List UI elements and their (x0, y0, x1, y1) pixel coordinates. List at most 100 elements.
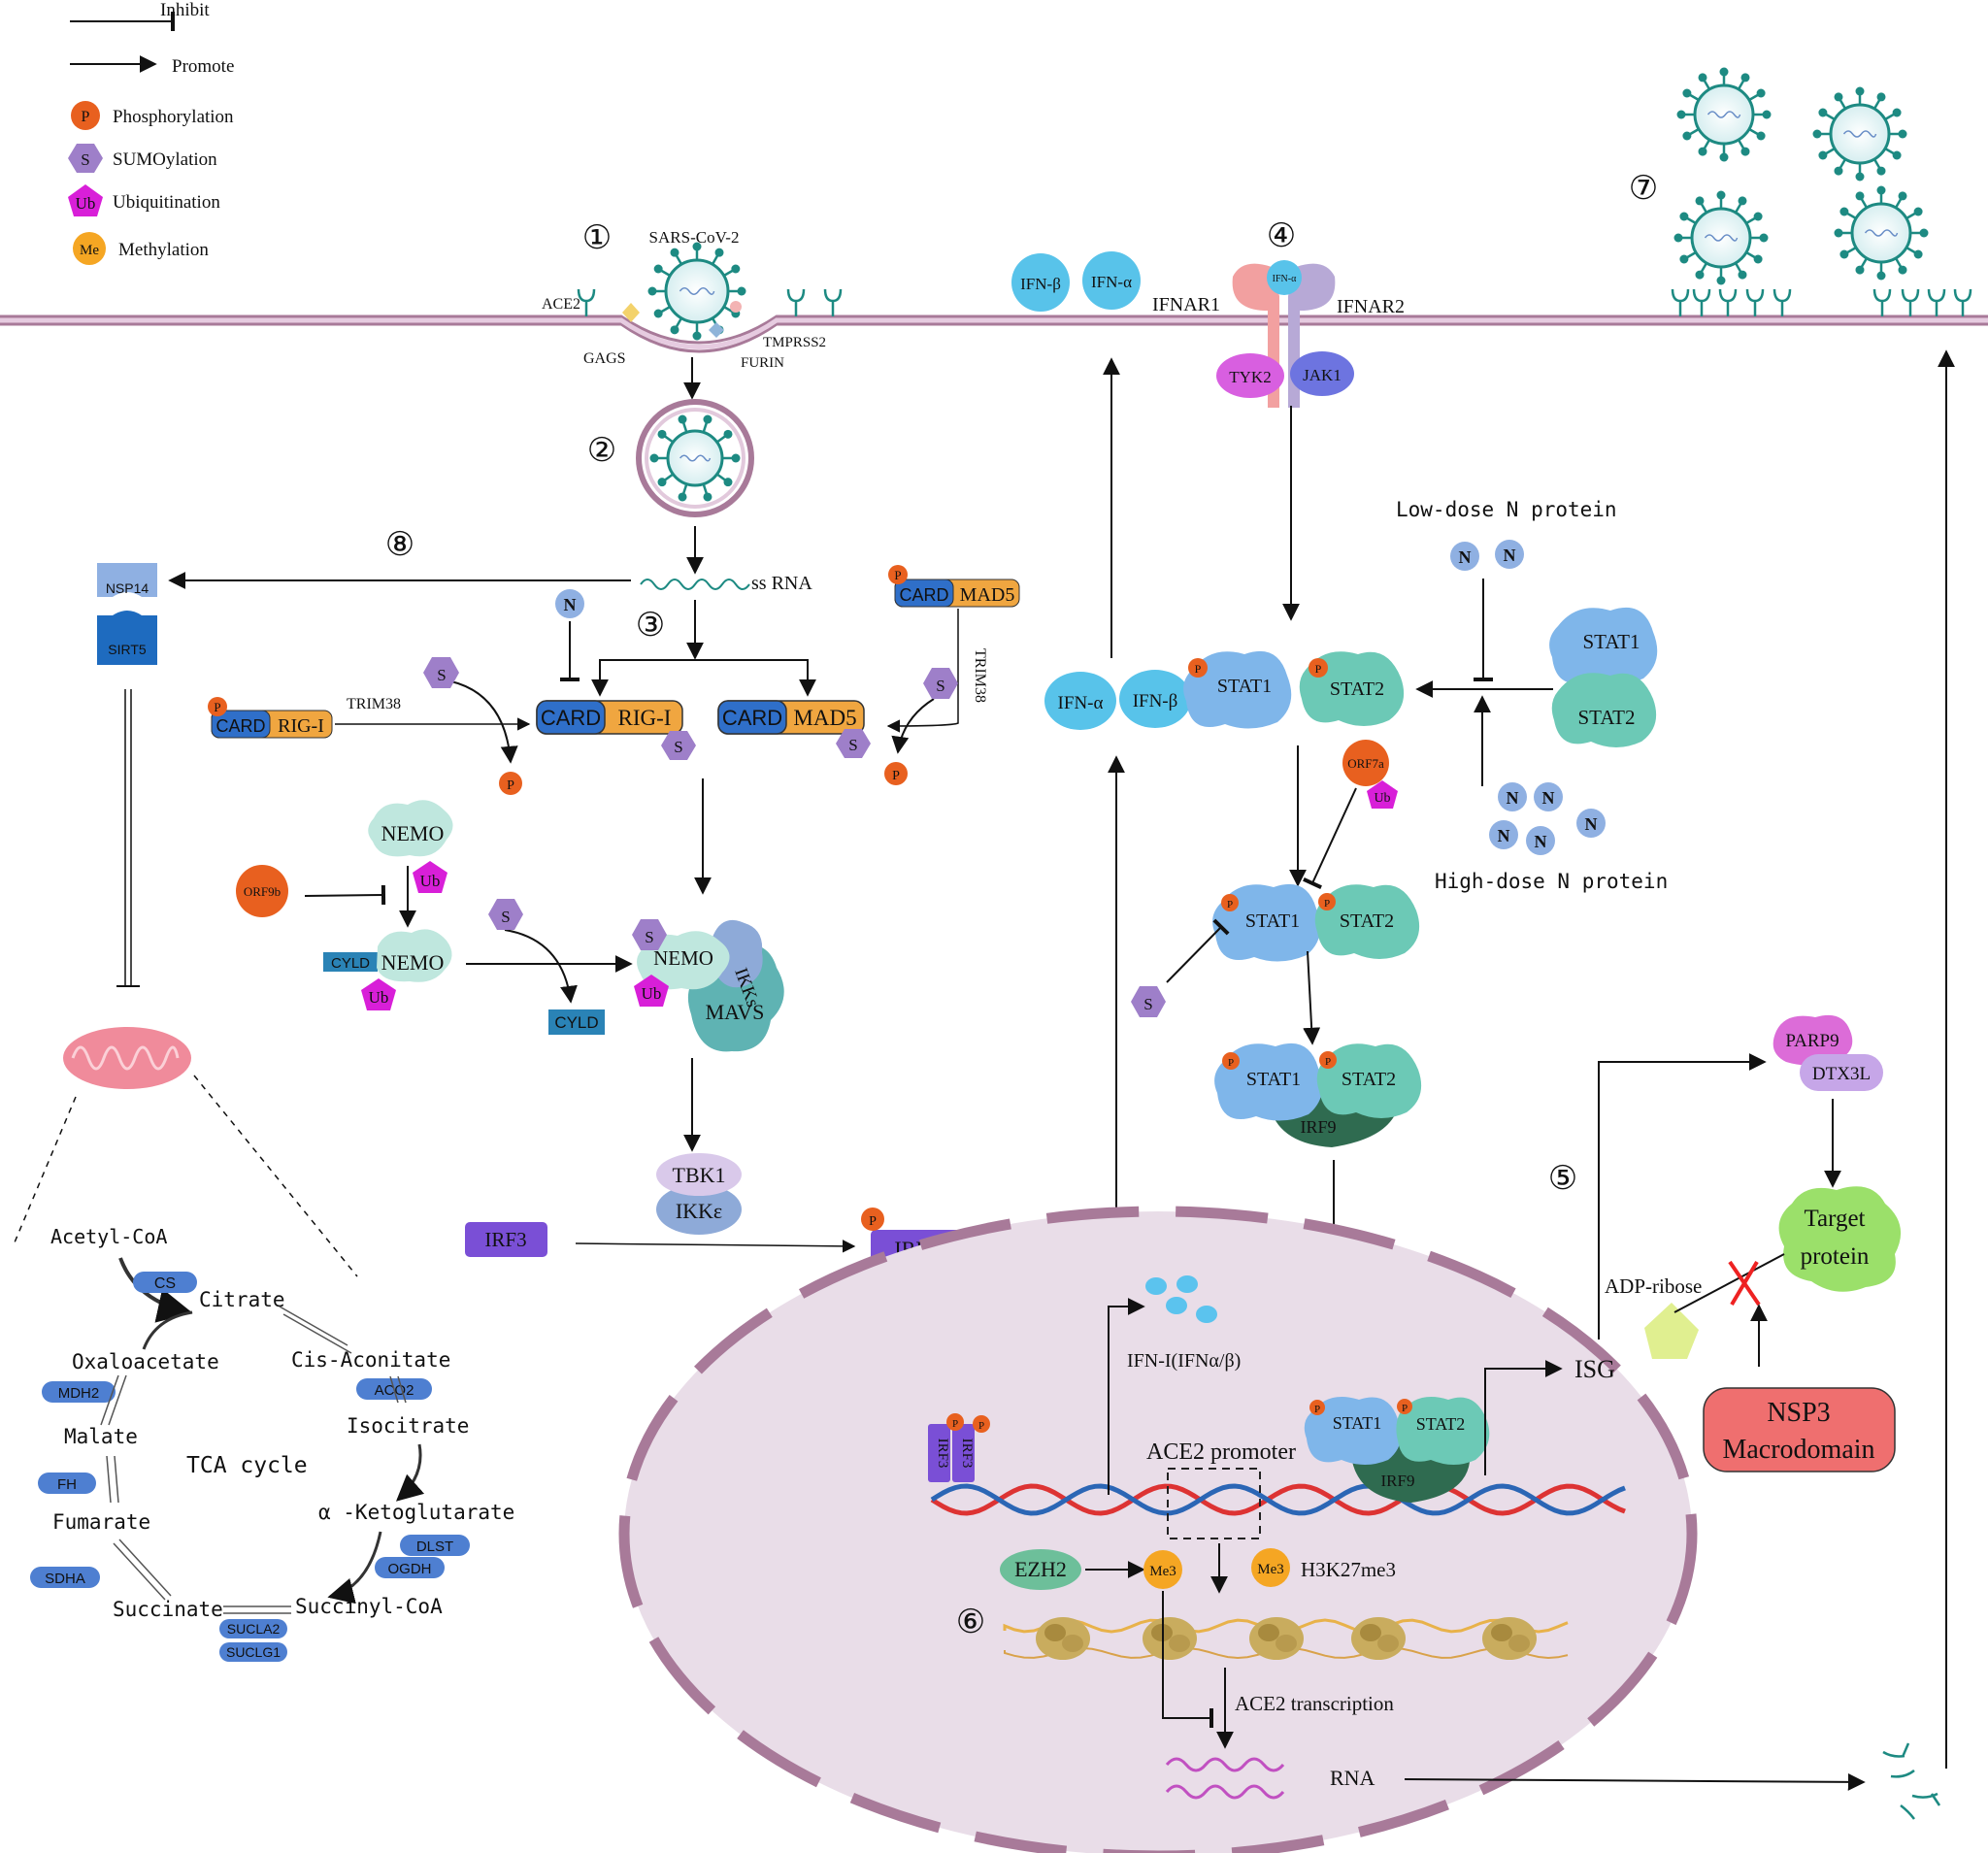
nemo-bound-label: NEMO (381, 950, 445, 975)
dna-stat2-label: STAT2 (1416, 1414, 1466, 1434)
stat2-complex-phospho: P (1315, 662, 1322, 676)
sumo-nemo: S (501, 908, 510, 926)
isocitrate-label: Isocitrate (347, 1414, 469, 1438)
ss-rna: ss RNA (168, 572, 816, 697)
nucleus: IRF3 IRF3 P P ACE2 promoter IFN-I(IFNα/β… (618, 1053, 1866, 1853)
step-7-marker: ⑦ (1629, 171, 1658, 207)
h3k27me3-label: H3K27me3 (1301, 1558, 1396, 1581)
phosphorylation-icon (71, 101, 100, 130)
legend: Inhibit Promote P Phosphorylation S SUMO… (68, 0, 234, 265)
tyk2-label: TYK2 (1229, 368, 1271, 386)
furin-label: FURIN (741, 355, 784, 371)
irf3-label: IRF3 (484, 1228, 526, 1251)
furin-marker (709, 322, 724, 338)
dna-stat1-label: STAT1 (1333, 1413, 1382, 1433)
legend-phosphorylation-label: Phosphorylation (113, 107, 234, 127)
orf9b-label: ORF9b (244, 884, 281, 899)
suclg1-label: SUCLG1 (226, 1644, 281, 1660)
ifn-i-label: IFN-I(IFNα/β) (1127, 1350, 1241, 1372)
sumoylation-icon (68, 144, 103, 173)
ace2-transcription-label: ACE2 transcription (1235, 1692, 1394, 1715)
tmprss2-marker (730, 301, 742, 313)
malate-label: Malate (64, 1425, 138, 1448)
high-dose-n-label: High-dose N protein (1435, 870, 1668, 893)
nsp14-label: NSP14 (106, 580, 149, 596)
free-stat1-label: STAT1 (1583, 630, 1640, 653)
dtx3l-label: DTX3L (1812, 1064, 1871, 1084)
irf3-dimer-b-label: IRF3 (959, 1439, 975, 1469)
ifnar2-label: IFNAR2 (1337, 296, 1405, 317)
step-6-marker: ⑥ (956, 1605, 985, 1640)
phospho-released-right: P (892, 769, 900, 783)
rigi-label: RIG-I (618, 706, 672, 730)
legend-me-symbol: Me (80, 243, 99, 258)
nemo-top-ub: Ub (420, 872, 441, 890)
legend-p-symbol: P (82, 109, 90, 125)
right-mad5-label: MAD5 (960, 584, 1015, 606)
isgf3-stat1-phospho: P (1228, 1057, 1234, 1069)
me3-right-label: Me3 (1257, 1562, 1284, 1577)
dna-double-helix (930, 1483, 1626, 1516)
nemo-top-label: NEMO (381, 821, 445, 845)
nuclear-envelope (618, 1206, 1698, 1853)
fh-label: FH (57, 1476, 77, 1493)
sucla2-label: SUCLA2 (227, 1621, 281, 1637)
ssrna-label: ss RNA (751, 573, 812, 594)
rigi-card-label: CARD (541, 706, 601, 730)
isgf3-stat2-phospho: P (1325, 1056, 1331, 1068)
n-protein-icon (555, 589, 584, 618)
ezh2-label: EZH2 (1014, 1557, 1067, 1581)
me3-left-label: Me3 (1149, 1564, 1176, 1579)
parp9-label: PARP9 (1785, 1031, 1839, 1051)
oxaloacetate-label: Oxaloacetate (72, 1350, 219, 1373)
orf7a-ub: Ub (1374, 791, 1390, 806)
stat-sumo: S (1143, 995, 1152, 1013)
mad5-sumo: S (848, 736, 857, 754)
stat2-second-label: STAT2 (1340, 910, 1394, 932)
tmprss2-label: TMPRSS2 (763, 335, 826, 350)
irf3-dimer-a-label: IRF3 (935, 1439, 950, 1469)
mavs-label: MAVS (706, 1000, 765, 1024)
mad5-label: MAD5 (793, 706, 856, 730)
adp-ribose-label: ADP-ribose (1605, 1274, 1702, 1298)
legend-methylation-label: Methylation (118, 240, 209, 260)
step-1-marker: ① (582, 220, 612, 256)
legend-s-symbol: S (81, 150, 89, 169)
virus-release: ⑦ (1629, 67, 1955, 1820)
cs-label: CS (154, 1275, 176, 1292)
ifna-free-label: IFN-α (1091, 273, 1132, 291)
free-stat2-label: STAT2 (1578, 706, 1636, 729)
nsp3-line2: Macrodomain (1722, 1435, 1874, 1465)
succinyl-coa-label: Succinyl-CoA (295, 1595, 443, 1618)
legend-ubiquitination-label: Ubiquitination (113, 192, 220, 213)
sumo-right: S (936, 677, 944, 695)
stat2-second-phospho: P (1324, 898, 1330, 910)
svg-text:N: N (1585, 814, 1598, 834)
ifnar1-label: IFNAR1 (1152, 294, 1220, 315)
alpha-ketoglutarate-label: α -Ketoglutarate (318, 1501, 514, 1524)
ace2-promoter-label: ACE2 promoter (1146, 1439, 1296, 1465)
stat1-complex-label: STAT1 (1217, 676, 1272, 697)
mitochondrion-icon (63, 1027, 191, 1089)
ace2-promoter-box (1167, 1468, 1261, 1539)
isgf3-stat2-label: STAT2 (1342, 1069, 1396, 1090)
ikke-label: IKKε (676, 1199, 722, 1223)
gags-label: GAGS (583, 350, 626, 367)
right-mad5-phospho: P (894, 568, 901, 582)
mad5-card-label: CARD (722, 706, 782, 730)
isgf3-irf9-label: IRF9 (1300, 1117, 1336, 1137)
trim38-right-label: TRIM38 (972, 648, 988, 703)
released-viruses (1673, 67, 1929, 285)
endosome: ② (587, 399, 754, 575)
sumo-left: S (437, 666, 446, 684)
cyld-bound-label: CYLD (331, 955, 370, 972)
sars-cov-2-label: SARS-CoV-2 (649, 228, 740, 247)
left-rigi-label: RIG-I (278, 715, 324, 737)
cell-membrane (0, 314, 1988, 353)
target-protein-line2: protein (1801, 1243, 1870, 1270)
svg-text:N: N (1504, 546, 1516, 565)
legend-promote-label: Promote (172, 56, 234, 77)
